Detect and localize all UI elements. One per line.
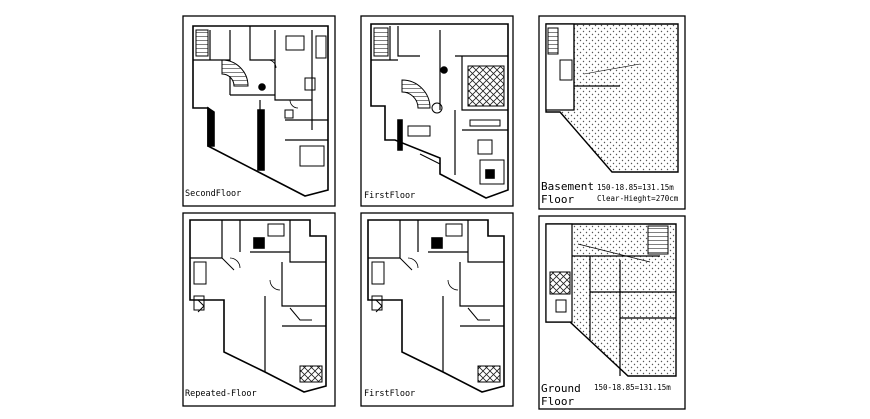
panel-title-basement-line2: Floor bbox=[541, 193, 574, 206]
panel-frame bbox=[182, 15, 336, 207]
panel-frame bbox=[538, 15, 686, 210]
panel-title-first-floor: FirstFloor bbox=[364, 191, 415, 201]
floor-plan-ground bbox=[545, 223, 677, 377]
panel-frame bbox=[182, 212, 336, 407]
ground-area-note: 150-18.85=131.15m bbox=[594, 383, 671, 392]
floor-plan-first-top bbox=[370, 23, 509, 199]
panel-second-floor: SecondFloor bbox=[182, 15, 336, 207]
panel-basement: Basement Floor 150-18.85=131.15m Clear-H… bbox=[538, 15, 686, 210]
panel-title-first-floor-bottom: FirstFloor bbox=[364, 389, 415, 399]
panel-frame bbox=[360, 212, 514, 407]
panel-title-repeated-floor: Repeated-Floor bbox=[185, 389, 257, 399]
basement-area-note: 150-18.85=131.15m bbox=[597, 183, 674, 192]
floor-plan-basement bbox=[545, 23, 679, 173]
basement-clear-height-note: Clear-Hieght=270cm bbox=[597, 194, 679, 203]
panel-ground-floor: Ground Floor 150-18.85=131.15m bbox=[538, 215, 686, 410]
floor-plan-repeated bbox=[189, 219, 327, 393]
panel-first-floor-top: FirstFloor bbox=[360, 15, 514, 207]
panel-title-ground-line2: Floor bbox=[541, 395, 574, 408]
panel-frame bbox=[360, 15, 514, 207]
panel-frame bbox=[538, 215, 686, 410]
panel-title-second-floor: SecondFloor bbox=[185, 189, 241, 199]
floor-plan-first-bottom bbox=[367, 219, 505, 393]
panel-first-floor-bottom: FirstFloor bbox=[360, 212, 514, 407]
panel-repeated-floor: Repeated-Floor bbox=[182, 212, 336, 407]
panel-title-basement-line1: Basement bbox=[541, 180, 594, 193]
panel-title-ground-line1: Ground bbox=[541, 382, 581, 395]
floor-plan-second bbox=[192, 25, 329, 197]
